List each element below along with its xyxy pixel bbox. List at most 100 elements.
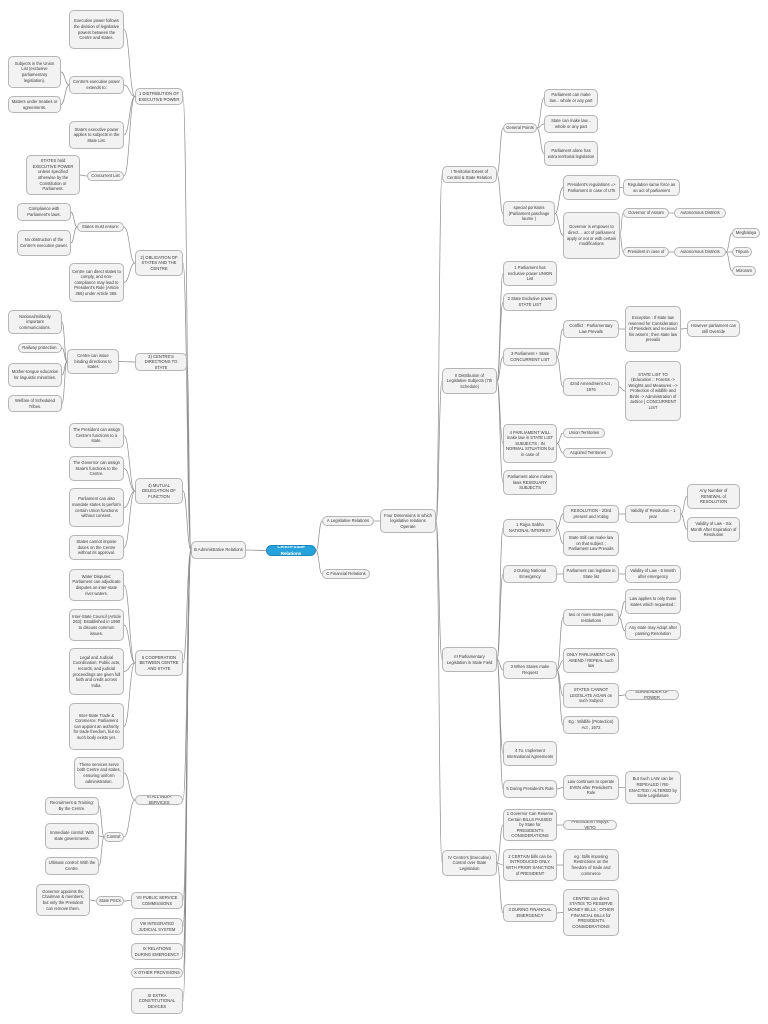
law-continues-node[interactable]: Law continues to operate EVEN after Pres… [563,775,619,800]
cooperation-node[interactable]: 5 COOPERATION BETWEEN CENTRE AND STATE [135,650,183,676]
governor-empower-node[interactable]: Governor is empower to direct.... act of… [563,212,620,259]
presidents-regulations-node[interactable]: President's regulations => Parliament in… [563,175,620,200]
residuary-node[interactable]: Parliament alone makes laws RESIDUARY SU… [503,470,557,495]
governor-assign-node[interactable]: The Governor can assign State's function… [69,456,124,481]
bills-imposing-node[interactable]: eg : Bills imposing Restrictions on the … [563,849,619,881]
states-must-node[interactable]: States must ensure: [77,222,124,232]
rajya-sabha-node[interactable]: 1 Rajya Sabha NATIONAL INTEREST [503,519,557,537]
extra-constitutional-node[interactable]: XI EXTRA CONSTITUTIONAL DEVICES [131,988,183,1014]
obligation-node[interactable]: 2) OBLIGATION OF STATES AND THE CENTRE [135,250,183,276]
presidents-rule-node[interactable]: 5 During President's Rule [503,780,557,798]
centre-control-node[interactable]: IV Centre's (Executive) Control over Sta… [442,850,497,876]
meghalaya-node[interactable]: Meghalaya [732,228,760,238]
two-or-more-states-node[interactable]: two or more states pass resolutions [563,609,619,626]
welfare-st-node[interactable]: Welfare of Scheduled Tribes. [8,395,62,412]
law-applies-node[interactable]: Law applies to only those states which r… [625,589,681,614]
validity-resolution-node[interactable]: Validity of Resolution - 1 year [625,505,681,523]
national-comm-node[interactable]: National/militarily important communicat… [8,310,62,334]
admin-relations-node[interactable]: B Administrative Relations [191,541,246,559]
state-to-concurrent-node[interactable]: STATE LIST TO (Education :: Forests -> W… [625,361,681,421]
inter-state-trade-node[interactable]: Inter-State Trade & Commerce: Parliament… [69,703,124,750]
parliament-law-whole-node[interactable]: Parliament can make law... whole or any … [544,89,598,107]
union-list-subjects-node[interactable]: Subjects in the Union List (exclusive pa… [8,56,61,88]
concurrent-list-node[interactable]: 3 Parliament + State CONCURRENT LIST [503,348,557,366]
president-case-node[interactable]: President in case of [623,247,669,257]
root-node[interactable]: Centre-State Relations [266,545,316,556]
ultimate-control-node[interactable]: Ultimate control: With the Centre. [45,857,99,875]
such-law-repealed-node[interactable]: But Such LAW can be REPEALED / RE-ENACTE… [625,771,681,804]
acquired-territories-node[interactable]: Acquired Territories [563,448,613,458]
certain-bills-node[interactable]: 2 CERTAIN bills can be INTRODUCED ONLY W… [503,849,557,881]
financial-relations-node[interactable]: C Financial Relations [322,569,370,579]
general-points-node[interactable]: General Points [503,123,537,133]
other-provisions-node[interactable]: X OTHER PROVISIONS [131,968,183,978]
resolution-node[interactable]: RESOLUTION - 2/3rd present and Voting [563,505,619,523]
union-list-node[interactable]: 1 Parliament has exclusive power UNION L… [503,261,557,286]
governor-reserve-node[interactable]: 1 Governor Can Reserve Certain BILLS PAS… [503,809,557,841]
parliament-legislate-node[interactable]: Parliament can legislate in State list [563,565,619,583]
legal-judicial-node[interactable]: Legal and Judicial Coordination: Public … [69,648,124,695]
validity-six-month-node[interactable]: Validity of Law - 6 Month after emergenc… [625,565,681,583]
governor-assam-node[interactable]: Governor of Assam [623,208,669,218]
state-law-whole-node[interactable]: State can make law... whole or any part [544,115,598,133]
legislative-relations-node[interactable]: A Legislative Relations [322,516,374,526]
42nd-amendment-node[interactable]: 42nd Amendment Act , 1976 [563,378,619,396]
four-dimensions-node[interactable]: Four Dimensions in which legislative rel… [380,509,436,533]
water-disputes-node[interactable]: Water Disputes: Parliament can adjudicat… [69,569,124,601]
recruitment-node[interactable]: Recruitment & Training: By the Centre. [45,797,99,815]
autonomous-districts-2-node[interactable]: Autonomous Districts [674,247,726,257]
judicial-system-node[interactable]: VIII INTEGRATED JUDICIAL SYSTEM [131,918,183,935]
control-node[interactable]: Control: [104,832,124,842]
tripura-node[interactable]: Tripura [732,247,752,257]
validity-law-node[interactable]: Validity of Law - Six Month After Expira… [687,517,740,542]
parliamentary-legislation-node[interactable]: III Parliamentary Legislation in State F… [442,647,497,672]
state-exec-applies-node[interactable]: State's executive power applies to subje… [69,121,124,149]
autonomous-districts-1-node[interactable]: Autonomous Districts [674,208,726,218]
national-emergency-node[interactable]: 2 During National Emergency [503,565,557,583]
state-pscs-node[interactable]: State PSCs [96,896,124,906]
exec-follows-node[interactable]: Executive power follows the division of … [69,10,124,49]
states-cannot-impose-node[interactable]: States cannot impose duties on the Centr… [69,535,124,560]
only-parliament-amend-node[interactable]: ONLY PARLIAMENT CAN AMEND / REPEAL such … [563,648,619,673]
centre-extends-node[interactable]: Centre's executive power extends to: [69,76,124,94]
emergency-relations-node[interactable]: IX RELATIONS DURING EMERGENCY [131,943,183,960]
mutual-delegation-node[interactable]: 4) MUTUAL DELEGATION OF FUNCTION [135,478,183,504]
treaties-matters-node[interactable]: Matters under treaties or agreements. [8,96,61,113]
distribution-subjects-node[interactable]: II Distribution of Legislative Subjects … [442,368,497,394]
union-territories-node[interactable]: Union Territories [563,428,605,438]
centre-direct-states-node[interactable]: Centre can direct states to comply, and … [69,263,124,302]
president-veto-node[interactable]: PRESIDENT enjoys VETO [563,820,617,830]
no-obstruction-node[interactable]: No obstruction of the Centre's executive… [17,230,71,256]
state-still-node[interactable]: State Still can make law on that subject… [563,531,619,556]
state-list-node[interactable]: 2 State Exclusive power STATE LIST [503,293,557,311]
all-india-services-node[interactable]: VI ALL INDIA SERVICES [135,795,183,805]
wildlife-act-node[interactable]: Eg : Wildlife (Protection) Act , 1972 [563,716,619,734]
conflict-node[interactable]: Conflict : Parliamentary Law Prevails [563,320,619,338]
exception-node[interactable]: Exception : If state law reserved for Co… [625,306,681,352]
centre-reserve-money-node[interactable]: CENTRE can direct STATES TO RESERVE MONE… [563,889,619,936]
president-assign-node[interactable]: The President can assign Centre's functi… [69,423,124,448]
international-agreements-node[interactable]: 4 To. Implement International Agreements [503,741,557,766]
special-provisions-node[interactable]: special porisions (Parliament paschage l… [503,201,555,226]
centre-directions-node[interactable]: 3) CENTRE'S DIRECTIONS TO STATE [135,353,187,371]
territorial-extent-node[interactable]: I Territorial Extent of Central & State … [442,166,497,183]
serve-both-node[interactable]: These services serve both Centre and sta… [74,757,124,789]
regulation-force-node[interactable]: Regulation same force as an act of parli… [623,179,680,196]
any-number-renewal-node[interactable]: Any Number of RENEWAL of RESOLUTION [687,484,740,509]
parliament-mandate-node[interactable]: Parliament can also mandate states to pe… [69,488,124,527]
governor-appoints-node[interactable]: Governor appoints the Chairman & members… [36,884,90,916]
states-request-node[interactable]: 3 When States make Request [503,661,557,679]
parliament-will-node[interactable]: 4 PARLIAMENT WILL make law in STATE LIST… [503,424,557,463]
railway-protection-node[interactable]: Railway protection. [18,343,62,353]
surrender-power-node[interactable]: SURRENDER OF POWER [625,690,679,700]
binding-directions-node[interactable]: Centre can issue binding directions to s… [67,349,119,374]
financial-emergency-node[interactable]: 3 DURING FINANCIAL EMERGENCY [503,904,557,922]
mother-tongue-node[interactable]: Mother-tongue education for linguistic m… [8,363,62,387]
however-override-node[interactable]: However parliament can still Override [687,320,740,337]
extra-territorial-node[interactable]: Parliament alone has extra territorial l… [544,141,598,166]
distribution-exec-power-node[interactable]: 1 DISTRIBUTION OF EXECUTIVE POWER [135,88,183,105]
immediate-control-node[interactable]: Immediate control: With state government… [45,823,99,849]
compliance-node[interactable]: Compliance with Parliament's laws. [17,203,71,221]
states-cannot-legislate-node[interactable]: STATES CANNOT LEGISLATE AGAIN on such Su… [563,683,619,708]
concurrent-list-admin-node[interactable]: Concurrent List [87,171,124,181]
